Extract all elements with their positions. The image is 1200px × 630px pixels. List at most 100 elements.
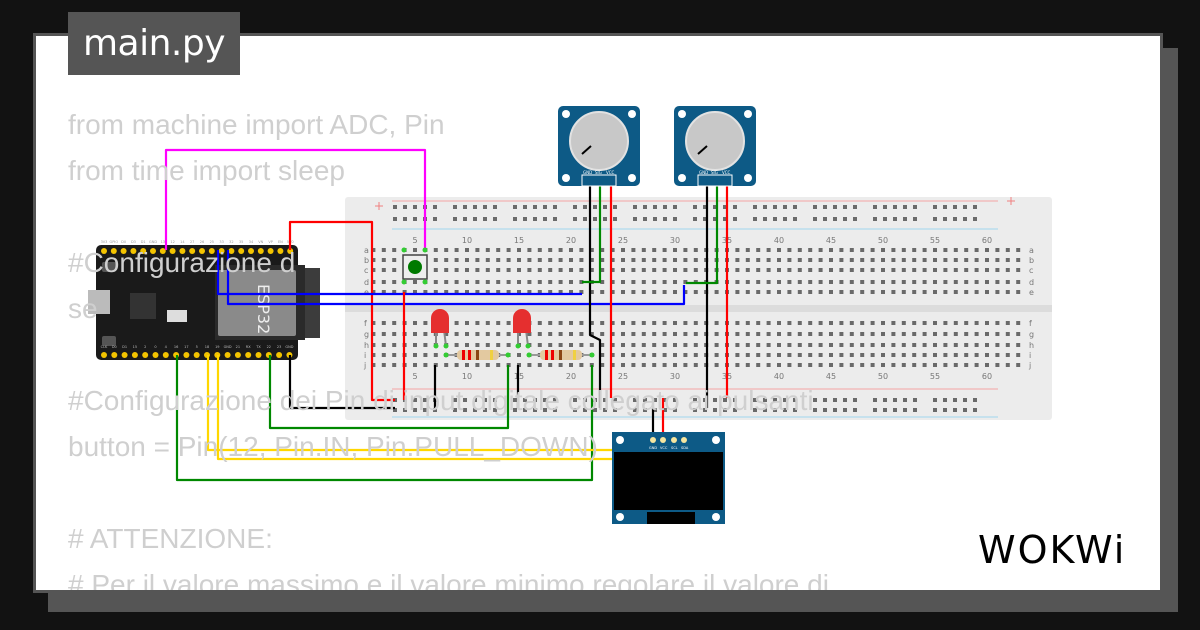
row-label: c [1029,266,1033,275]
wire-magenta[interactable] [164,148,427,250]
esp32-pin-label: 3V3 [101,240,108,244]
pot2-pin-gnd-label: GND [699,170,708,175]
wire-green-pot1[interactable] [582,180,602,284]
wire-blue-2[interactable] [226,250,686,306]
esp32-pin-label: 5 [196,345,198,349]
esp32-pin-label: 33 [219,240,223,244]
esp32-pin[interactable] [267,248,274,254]
esp32-pin[interactable] [150,248,156,254]
esp32-pin[interactable] [255,352,262,358]
esp32-pin-label: D0 [112,345,117,349]
row-label: g [1029,330,1034,339]
column-label: 60 [982,372,992,381]
led-1[interactable] [431,309,449,347]
wire-red-5v[interactable] [288,220,395,402]
esp32-pin[interactable] [142,352,149,358]
esp32-pin[interactable] [234,352,241,358]
row-label: c [364,266,368,275]
esp32-pin[interactable] [130,248,137,254]
esp32-pin[interactable] [101,352,107,358]
wire-green-1[interactable] [268,355,510,430]
row-label: e [364,288,369,297]
esp32-pin[interactable] [183,352,190,358]
esp32-pin-label: 12 [170,240,174,244]
esp32-pin[interactable] [287,248,294,254]
connection-point [443,352,449,358]
plus-icon [375,197,1015,210]
esp32-pin-label: D1 [141,240,146,244]
esp32-pin[interactable] [238,248,245,254]
esp32-pin[interactable] [257,248,264,254]
wire-green-2[interactable] [175,355,594,482]
wire-black-pot1[interactable] [588,180,602,408]
esp32-pin[interactable] [120,248,127,254]
esp32-pin[interactable] [121,352,128,358]
column-label: 50 [878,372,888,381]
esp32-pin[interactable] [152,352,159,358]
row-label: b [364,256,369,265]
row-label: b [1029,256,1034,265]
esp32-pin[interactable] [276,352,283,358]
pot2-pin-vcc-label: VCC [722,170,731,175]
row-label: e [1029,288,1034,297]
connection-point [422,279,428,285]
wire-blue-1[interactable] [216,250,582,296]
row-label: h [1029,341,1034,350]
usb-port [88,290,110,314]
pot1-pin-gnd-label: GND [583,170,592,175]
esp32-pin[interactable] [159,248,166,254]
esp32-pin-label: GND [285,345,293,349]
esp32-pin[interactable] [228,248,235,254]
column-label: 5 [412,372,417,381]
esp32-pin-label: 2 [144,345,146,349]
esp32-pin[interactable] [208,248,215,254]
led-2[interactable] [513,309,531,347]
wokwi-logo: WOKWi [978,528,1127,572]
potentiometer-2[interactable]: GND SIG VCC [674,106,756,187]
esp32-pin[interactable] [224,352,231,358]
breadboard-rail-lines [375,197,1015,418]
esp32-pin-label: 27 [190,240,194,244]
esp32-pin-label: D0 [121,240,126,244]
wire-black-gnd[interactable] [288,355,395,410]
file-tab[interactable]: main.py [68,12,240,75]
esp32-pin[interactable] [169,248,176,254]
pot2-pin-sig-label: SIG [711,170,718,175]
esp32-pin[interactable] [218,248,225,254]
wire-green-pot2[interactable] [686,180,719,285]
esp32-pin[interactable] [248,248,254,254]
esp32-pin-label: 23 [277,345,281,349]
esp32-pin[interactable] [179,248,186,254]
oled-pin-gnd-label: GND [649,446,657,450]
potentiometer-1[interactable]: GND SIG VCC [558,106,640,187]
esp32-pin-label: 14 [180,240,185,244]
esp32-pin[interactable] [193,352,200,358]
esp32-pin[interactable] [277,248,284,254]
esp32-pin[interactable] [245,352,252,358]
resistor-2[interactable] [529,350,592,360]
esp32-pin[interactable] [131,352,138,358]
esp32-pin[interactable] [111,352,118,358]
esp32-pin[interactable] [140,248,147,254]
esp32-chip-label: ESP32 [254,284,273,334]
esp32-pin-label: 0 [154,345,156,349]
connection-point [526,352,532,358]
connection-point [433,343,439,349]
connection-point [515,343,521,349]
esp32-pin[interactable] [101,248,107,254]
esp32-pin[interactable] [162,352,169,358]
oled-display[interactable]: GND VCC SCL SDA [612,432,725,524]
esp32-pin-label: D3 [131,240,136,244]
esp32-pin[interactable] [199,248,205,254]
resistor-1[interactable] [446,350,508,360]
connection-point [505,352,511,358]
esp32-pin-label: 18 [205,345,209,349]
row-label: j [1028,361,1031,370]
pushbutton[interactable] [402,254,428,280]
esp32-pin-label: RX [246,345,251,349]
esp32-pin[interactable] [189,248,196,254]
column-label: 45 [826,236,836,245]
esp32-pin[interactable] [110,248,117,254]
esp32-pin-label: 15 [133,345,137,349]
